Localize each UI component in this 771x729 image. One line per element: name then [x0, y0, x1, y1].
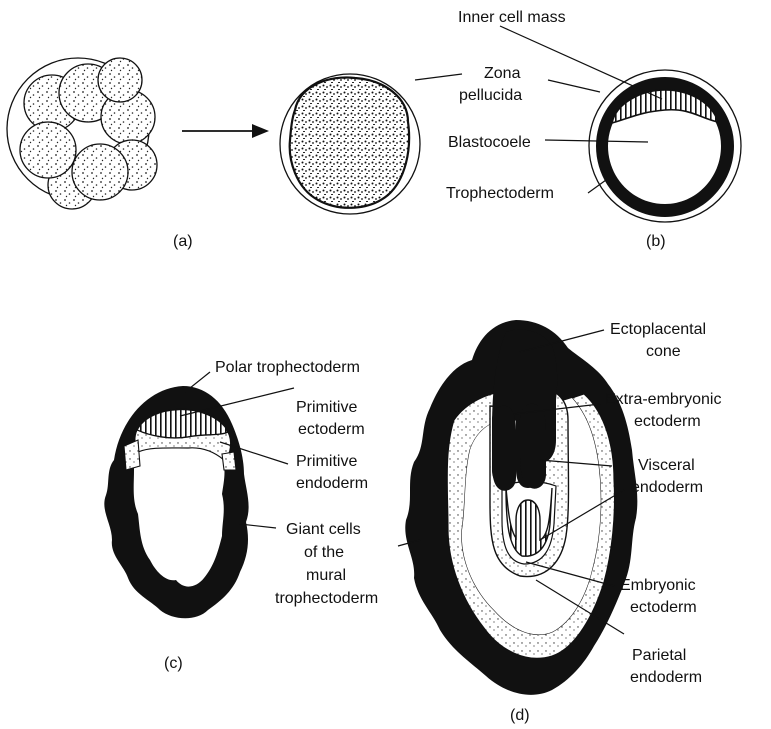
blastomere	[98, 58, 142, 102]
label-primitive-2: Primitive	[296, 453, 357, 470]
label-ectoderm-ee: ectoderm	[634, 413, 701, 430]
extra-embryonic-lobe-right	[520, 404, 546, 489]
endoderm-right-flap-c	[222, 452, 236, 470]
label-embryonic: Embryonic	[620, 577, 696, 594]
label-extra-embryonic: Extra-embryonic	[605, 391, 721, 408]
arrow-head	[252, 124, 269, 138]
extra-embryonic-lobe-left	[492, 406, 516, 491]
label-cone: cone	[646, 343, 681, 360]
label-polar-trophectoderm: Polar trophectoderm	[215, 359, 360, 376]
label-trophectoderm-c: trophectoderm	[275, 590, 378, 607]
compacted-morula-body	[290, 77, 409, 207]
label-giant-cells: Giant cells	[286, 521, 361, 538]
label-zona: Zona	[484, 65, 521, 82]
panel-b: Inner cell mass Zona pellucida Blastocoe…	[415, 9, 741, 250]
caption-a: (a)	[173, 233, 193, 250]
label-parietal: Parietal	[632, 647, 686, 664]
blastomere	[72, 144, 128, 200]
panel-d: Ectoplacental cone Extra-embryonic ectod…	[398, 320, 721, 724]
endoderm-left-flap-c	[124, 440, 140, 470]
label-primitive-1: Primitive	[296, 399, 357, 416]
blastomere	[20, 122, 76, 178]
leader-zona-compacted	[415, 74, 462, 80]
caption-b: (b)	[646, 233, 666, 250]
label-pellucida: pellucida	[459, 87, 522, 104]
panel-a: (a)	[7, 58, 269, 250]
label-inner-cell-mass: Inner cell mass	[458, 9, 566, 26]
caption-c: (c)	[164, 655, 183, 672]
label-mural: mural	[306, 567, 346, 584]
panel-c: Polar trophectoderm Primitive ectoderm P…	[104, 359, 378, 672]
label-trophectoderm: Trophectoderm	[446, 185, 554, 202]
label-ectoplacental: Ectoplacental	[610, 321, 706, 338]
leader-zona-blastocyst	[548, 80, 600, 92]
caption-d: (d)	[510, 707, 530, 724]
label-ectoderm-embryonic: ectoderm	[630, 599, 697, 616]
label-ectoderm-1: ectoderm	[298, 421, 365, 438]
label-blastocoele: Blastocoele	[448, 134, 531, 151]
label-endoderm-1: endoderm	[296, 475, 368, 492]
panel-compacted-morula	[280, 74, 420, 214]
label-of-the: of the	[304, 544, 344, 561]
morula-blastomeres	[20, 58, 157, 209]
label-visceral: Visceral	[638, 457, 695, 474]
label-endoderm-parietal: endoderm	[630, 669, 702, 686]
label-endoderm-visceral: endoderm	[631, 479, 703, 496]
